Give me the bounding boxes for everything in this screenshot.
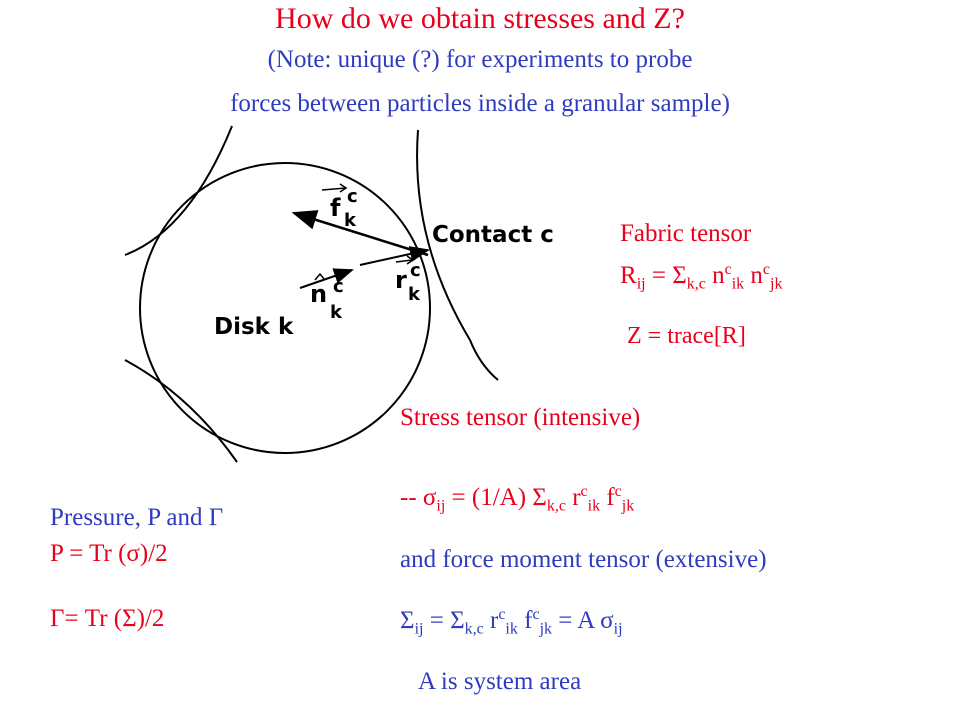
svg-text:k: k (408, 284, 421, 305)
radius-vector-arrow (359, 246, 430, 266)
z-trace-equation: Z = trace[R] (627, 323, 746, 349)
disk-label: Disk k (214, 314, 294, 340)
vector-n-label: n c k (310, 272, 344, 323)
note-line-2: forces between particles inside a granul… (230, 90, 730, 117)
svg-text:k: k (330, 302, 343, 323)
vector-f-label: f c k (321, 183, 358, 231)
svg-text:r: r (395, 266, 407, 294)
svg-text:c: c (333, 276, 344, 297)
force-vector-arrow (291, 210, 429, 257)
svg-text:c: c (347, 186, 358, 207)
page-title: How do we obtain stresses and Z? (275, 2, 685, 35)
force-moment-heading: and force moment tensor (extensive) (400, 546, 767, 573)
normal-vector-arrow (299, 268, 354, 289)
stress-tensor-equation: -- σij = (1/A) Σk,c rcik fcjk (400, 483, 635, 515)
fabric-tensor-equation: Rij = Σk,c ncik ncjk (620, 261, 783, 293)
pressure-heading: Pressure, P and Γ (50, 504, 224, 531)
gamma-equation: Γ= Tr (Σ)/2 (50, 605, 165, 632)
note-line-1: (Note: unique (?) for experiments to pro… (267, 46, 693, 73)
stress-tensor-heading: Stress tensor (intensive) (400, 404, 641, 431)
neighbor-disk-arc-top-left (124, 125, 233, 256)
force-moment-equation: Σij = Σk,c rcik fcjk = A σij (400, 606, 623, 638)
vector-r-label: r c k (395, 255, 421, 305)
svg-text:f: f (330, 194, 341, 222)
pressure-equation: P = Tr (σ)/2 (50, 540, 168, 567)
neighbor-disk-arc-bottom-left (124, 359, 238, 463)
svg-text:n: n (310, 280, 327, 308)
contact-label: Contact c (432, 222, 554, 248)
svg-text:c: c (410, 260, 421, 281)
neighbor-disk-arc-right (416, 129, 499, 381)
svg-text:k: k (344, 210, 357, 231)
fabric-tensor-heading: Fabric tensor (620, 220, 752, 247)
area-note: A is system area (418, 668, 582, 695)
disk-k-circle (139, 162, 431, 454)
